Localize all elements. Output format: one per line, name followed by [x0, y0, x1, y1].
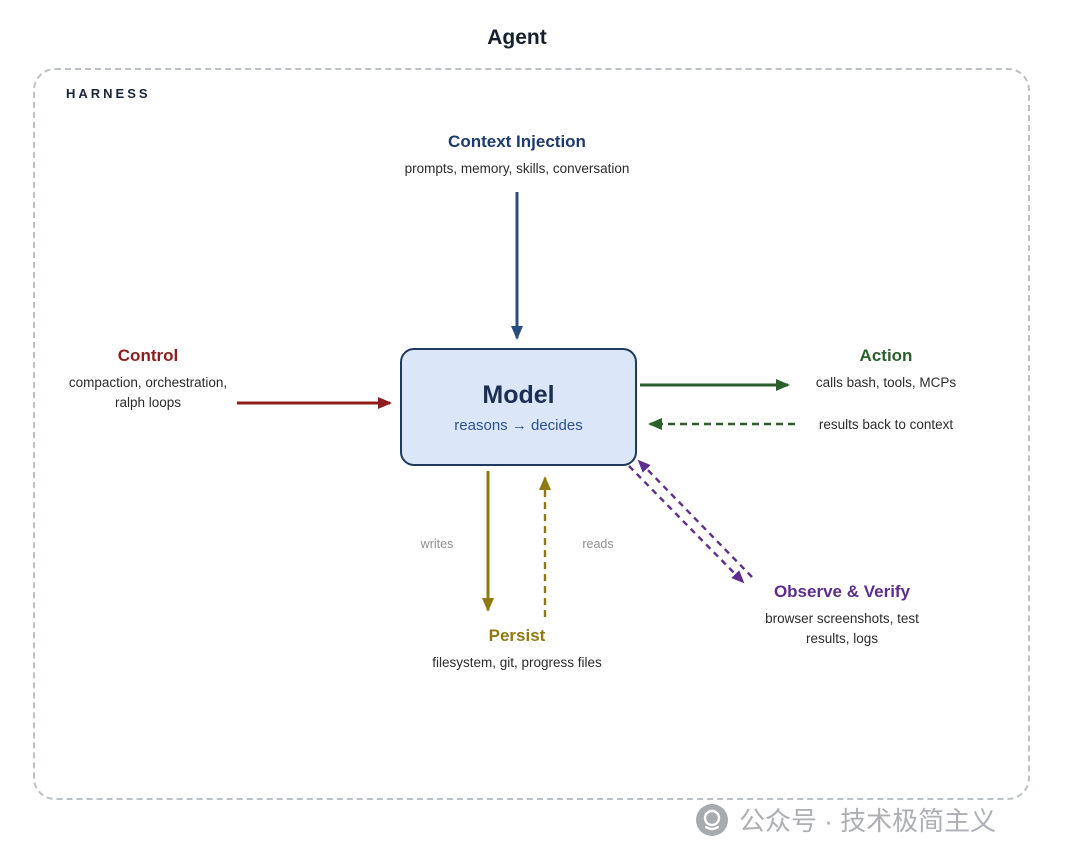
action-title: Action [859, 346, 913, 365]
harness-boundary: HARNESS [33, 68, 1030, 800]
reads-label: reads [582, 537, 614, 551]
context-injection-title: Context Injection [448, 132, 586, 151]
node-model: Model reasons → decides [400, 348, 637, 466]
node-action: Action calls bash, tools, MCPs [756, 346, 1016, 393]
observe-subtitle-line2: results, logs [805, 630, 879, 646]
context-injection-subtitle: prompts, memory, skills, conversation [404, 161, 630, 176]
writes-label: writes [420, 537, 454, 551]
control-subtitle-line2: ralph loops [114, 394, 182, 410]
model-subtitle: reasons → decides [454, 416, 583, 434]
persist-title: Persist [488, 626, 546, 645]
watermark-text: 公众号 · 技术极简主义 [739, 806, 997, 836]
watermark: 公众号 · 技术极简主义 [695, 801, 996, 838]
observe-subtitle-line1: browser screenshots, test [765, 611, 919, 626]
node-persist: Persist filesystem, git, progress files [367, 626, 667, 673]
diagram-title: Agent [487, 26, 547, 49]
node-context-injection: Context Injection prompts, memory, skill… [347, 132, 687, 179]
model-title: Model [482, 380, 555, 409]
observe-verify-title: Observe & Verify [773, 582, 911, 601]
action-return-label: results back to context [818, 417, 954, 432]
wechat-official-account-icon [696, 803, 728, 836]
control-title: Control [117, 346, 179, 365]
persist-subtitle: filesystem, git, progress files [432, 655, 602, 670]
control-subtitle-line1: compaction, orchestration, [68, 375, 228, 390]
harness-label: HARNESS [66, 86, 151, 101]
node-control: Control compaction, orchestration, ralph… [28, 346, 268, 412]
node-observe-verify: Observe & Verify browser screenshots, te… [717, 582, 967, 648]
action-subtitle: calls bash, tools, MCPs [815, 375, 957, 390]
